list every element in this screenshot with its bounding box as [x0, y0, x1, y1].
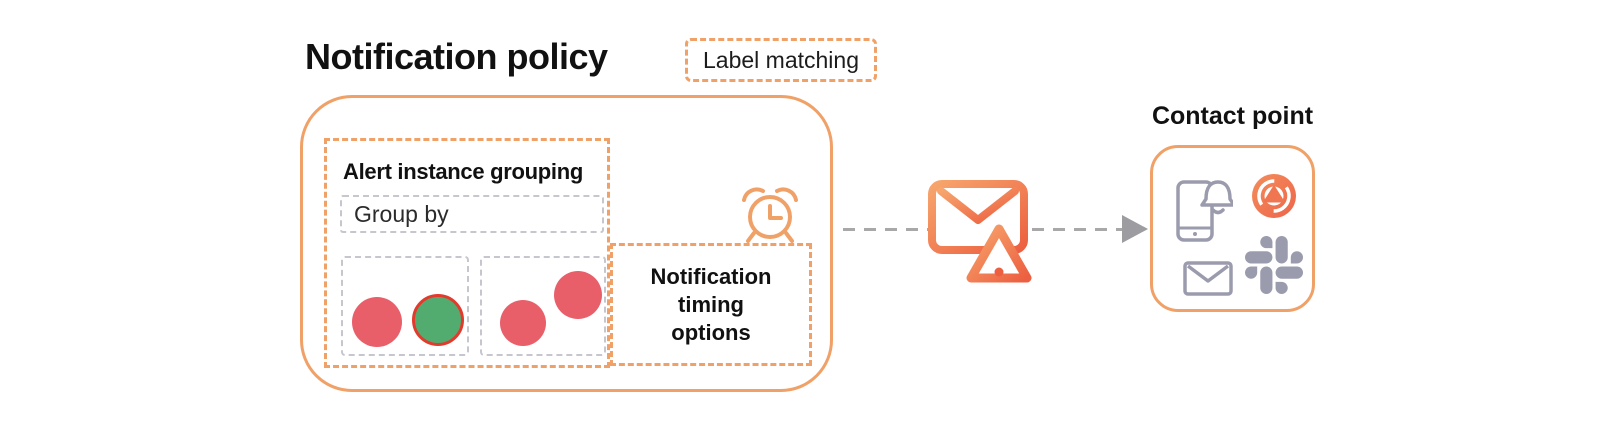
alert-group-1 — [341, 256, 469, 356]
grafana-alerting-icon — [1252, 174, 1296, 218]
label-matching-tag: Label matching — [685, 38, 877, 82]
group-by-field: Group by — [340, 195, 604, 233]
email-alert-icon — [928, 180, 1032, 283]
arrow-head-icon — [1122, 215, 1148, 243]
alarm-clock-icon — [742, 187, 798, 243]
contact-point-title: Contact point — [1151, 102, 1314, 130]
group-by-label: Group by — [354, 200, 449, 227]
slack-icon — [1245, 236, 1303, 294]
alert-group-2 — [480, 256, 606, 356]
label-matching-text: Label matching — [703, 46, 859, 73]
mobile-notification-icon — [1176, 180, 1233, 242]
alert-instance-firing — [554, 271, 602, 319]
timing-line-2: timing — [678, 291, 744, 317]
notification-policy-title: Notification policy — [305, 36, 608, 77]
alert-instance-grouping-title: Alert instance grouping — [343, 159, 584, 184]
timing-line-1: Notification — [650, 263, 772, 289]
timing-line-3: options — [671, 319, 751, 345]
contact-point-box — [1150, 145, 1315, 312]
alert-instance-resolved — [412, 294, 464, 346]
alert-instance-firing — [352, 297, 402, 347]
notification-timing-options-box: Notification timing options — [610, 243, 812, 366]
email-icon — [1183, 261, 1233, 296]
alert-instance-firing — [500, 300, 546, 346]
alert-instance-grouping-box: Alert instance grouping Group by — [324, 138, 610, 368]
